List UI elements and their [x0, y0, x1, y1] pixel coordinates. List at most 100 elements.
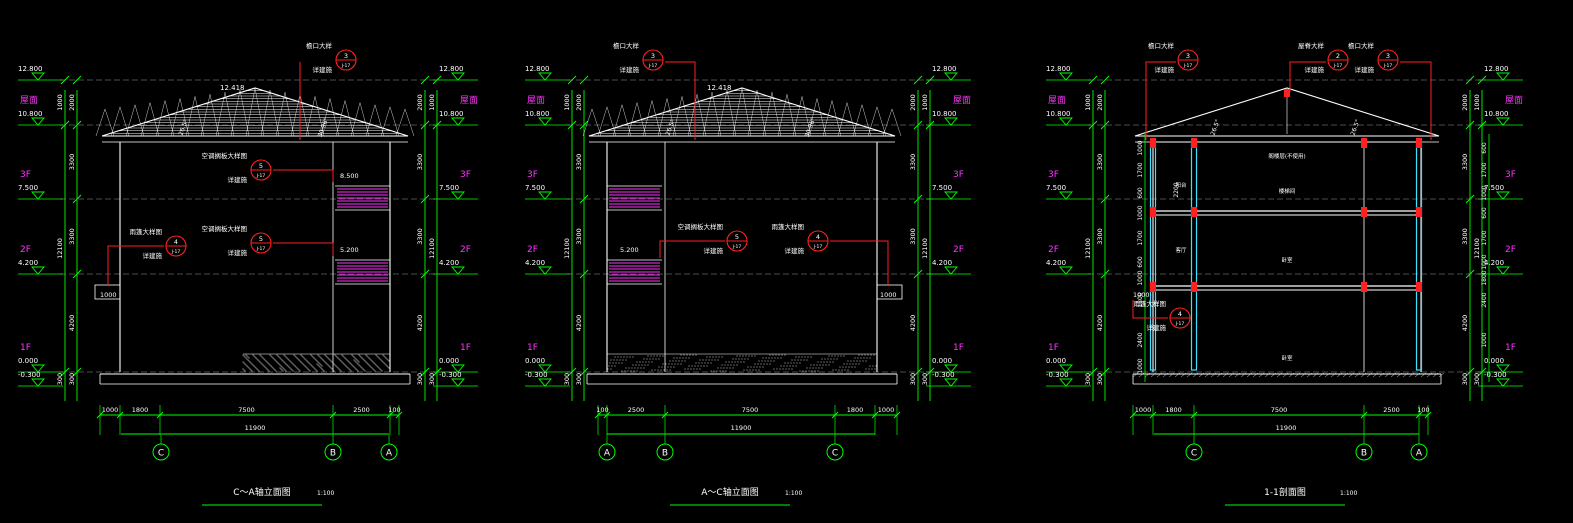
dim-tick — [386, 411, 394, 419]
slope-label: 26.5° — [1210, 119, 1222, 137]
hatch-dot — [253, 365, 255, 367]
ground-hatch — [1282, 372, 1289, 378]
hatch-dot — [301, 355, 303, 357]
hatch-dot — [773, 368, 775, 370]
hatch-dot — [252, 364, 254, 366]
hatch-dot — [285, 363, 287, 365]
hatch-dot — [622, 359, 624, 361]
hatch-dot — [377, 366, 379, 368]
hatch-dot — [339, 369, 341, 371]
hatch-dot — [784, 354, 786, 356]
roof-tile-line — [245, 87, 256, 137]
ground-hatch — [1216, 372, 1223, 378]
storey-dimension: 3300 — [909, 154, 917, 171]
hatch-dot — [670, 366, 672, 368]
hatch-dot — [242, 361, 244, 363]
hatch-dot — [285, 370, 287, 372]
drawing-title: A～C轴立面图 — [701, 486, 758, 498]
hatch-dot — [698, 362, 700, 364]
ground-hatch — [1180, 372, 1187, 378]
level-marker-icon — [31, 72, 45, 81]
overall-dimension: 1000 — [428, 94, 436, 111]
hatch-dot — [621, 362, 623, 364]
axis-label: C — [1191, 449, 1197, 459]
callout-note: 详建施 — [620, 65, 640, 74]
storey-dimension: 2000 — [909, 94, 917, 111]
ground-hatch — [1174, 372, 1181, 378]
axis-bubble-icon — [598, 443, 616, 461]
hatch-dot — [754, 363, 756, 365]
hatch-dot — [729, 367, 731, 369]
inner-dimension: 1000 — [1481, 185, 1488, 200]
hatch-dot — [863, 357, 865, 359]
hatch-dot — [247, 356, 249, 358]
level-marker-icon — [451, 191, 465, 200]
dim-tick — [579, 194, 589, 204]
hatch-dot — [847, 369, 849, 371]
level-elevation: -0.300 — [525, 371, 548, 379]
hatch-dot — [828, 355, 830, 357]
hatch-dot — [366, 355, 368, 357]
hatch-dot — [294, 355, 296, 357]
overall-dimension: 300 — [1084, 373, 1092, 385]
hatch-dot — [337, 367, 339, 369]
hatch-dot — [258, 370, 260, 372]
hatch-dot — [834, 355, 836, 357]
hatch-dot — [380, 359, 382, 361]
hatch-dot — [681, 360, 683, 362]
level-elevation: 0.000 — [439, 357, 459, 365]
storey-dimension: 3300 — [1096, 154, 1104, 171]
hatch-dot — [724, 364, 726, 366]
hatch-dot — [784, 362, 786, 364]
total-dimension: 11900 — [245, 424, 266, 432]
hatch-dot — [381, 370, 383, 372]
callout-number: 4 — [174, 238, 178, 246]
roof-tile-line — [170, 98, 181, 137]
hatch-dot — [680, 363, 682, 365]
hatch-dot — [288, 359, 290, 361]
roof-tile-line — [606, 106, 617, 137]
roof-tile-line — [155, 100, 166, 137]
ground-hatch — [1366, 372, 1373, 378]
level-elevation: 0.000 — [18, 357, 38, 365]
level-elevation: 12.800 — [525, 65, 550, 73]
hatch-dot — [837, 355, 839, 357]
callout-leader — [1145, 61, 1176, 140]
hatch-dot — [615, 362, 617, 364]
hatch-dot — [278, 363, 280, 365]
hatch-dot — [805, 370, 807, 372]
hatch-dot — [816, 364, 818, 366]
hatch-dot — [281, 359, 283, 361]
balcony-railing — [335, 259, 390, 285]
hatch-dot — [856, 360, 858, 362]
room-label: 客厅 — [1175, 246, 1187, 254]
hatch-dot — [311, 355, 313, 357]
hatch-dot — [665, 363, 667, 365]
hatch-dot — [268, 370, 270, 372]
hatch-dot — [254, 356, 256, 358]
hatch-dot — [749, 369, 751, 371]
hatch-dot — [693, 368, 695, 370]
level-name: 1F — [20, 343, 31, 353]
hatch-dot — [380, 369, 382, 371]
roof-tile-line — [846, 102, 857, 137]
hatch-dot — [747, 366, 749, 368]
hatch-dot — [825, 364, 827, 366]
hatch-dot — [769, 354, 771, 356]
hatch-dot — [606, 354, 608, 356]
bottom-dimension: 1800 — [132, 406, 149, 414]
storey-dimension: 3300 — [1461, 228, 1469, 245]
dim-tick — [72, 367, 82, 377]
hatch-dot — [255, 357, 257, 359]
hatch-dot — [254, 366, 256, 368]
callout-sheet: J-17 — [1383, 63, 1393, 69]
level-name: 1F — [460, 343, 471, 353]
hatch-dot — [629, 356, 631, 358]
level-name: 3F — [953, 170, 964, 180]
hatch-dot — [295, 366, 297, 368]
level-elevation: 10.800 — [1046, 110, 1071, 118]
callout-note: 详建施 — [1155, 65, 1175, 74]
hatch-dot — [331, 361, 333, 363]
hatch-dot — [328, 358, 330, 360]
